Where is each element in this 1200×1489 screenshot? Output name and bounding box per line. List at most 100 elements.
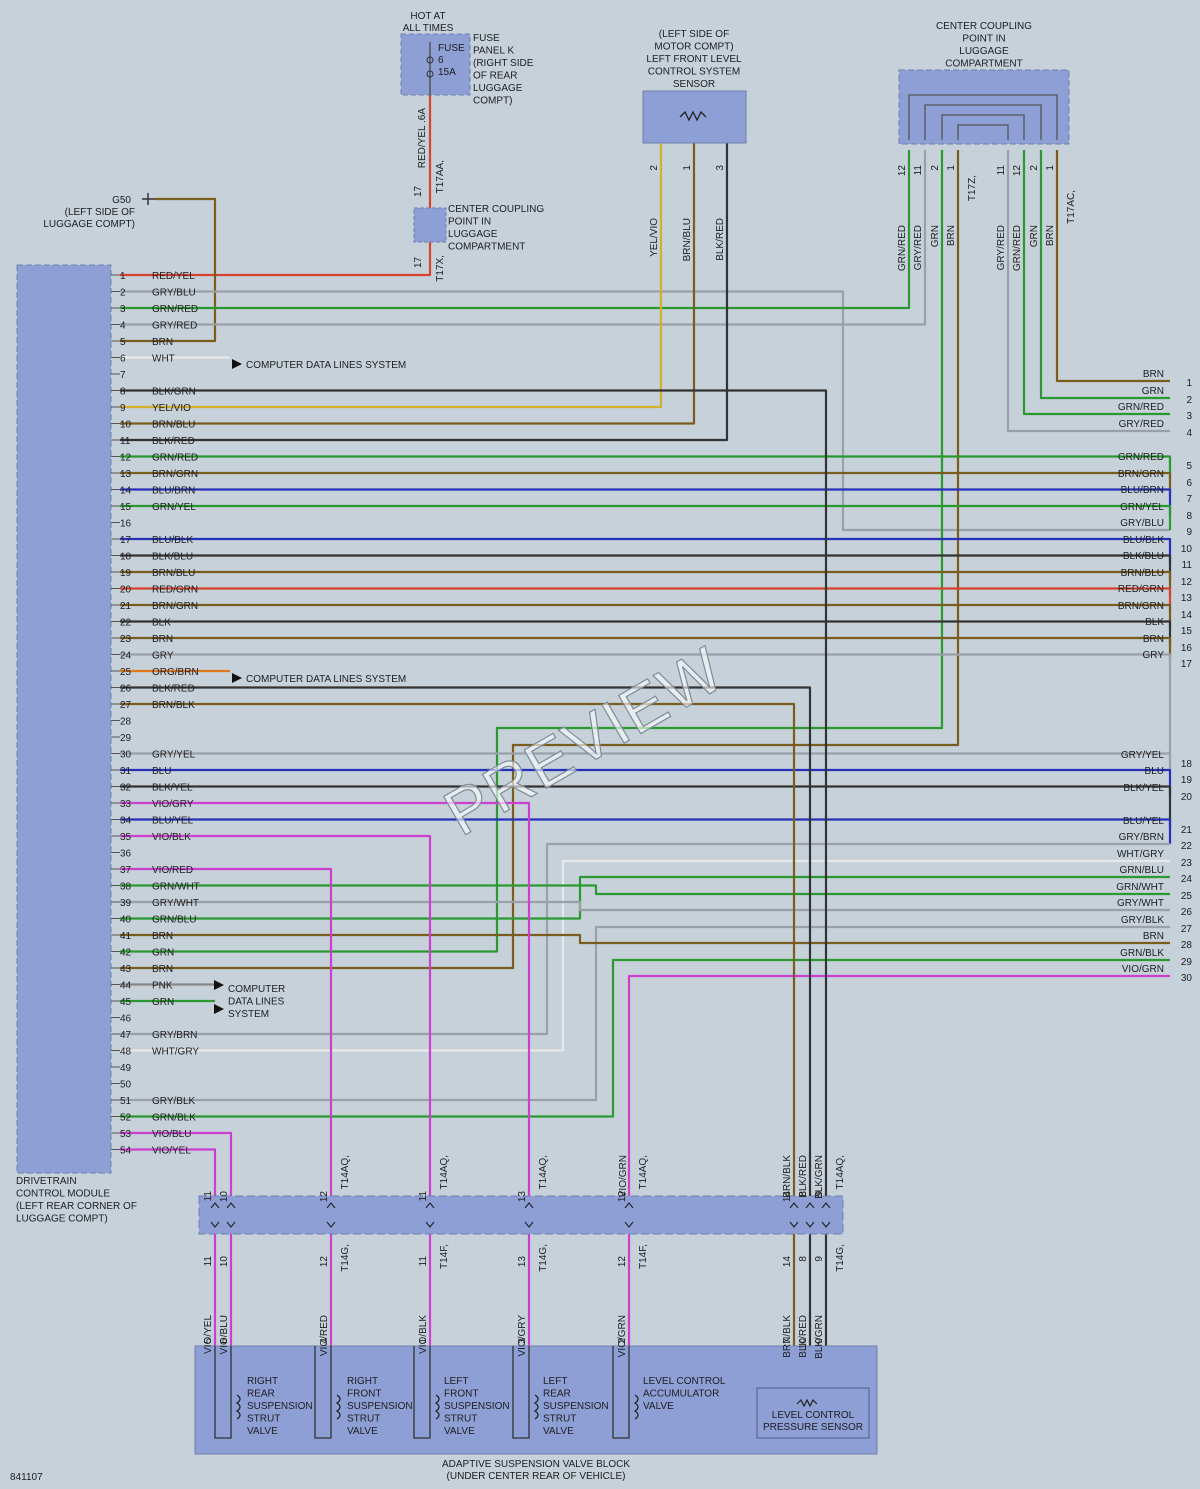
right-edge-wire: BRN bbox=[1143, 634, 1164, 645]
right-edge-wire: BLU/BRN bbox=[1121, 485, 1164, 496]
right-edge-wire: GRN/RED bbox=[1118, 452, 1164, 463]
coil-icon bbox=[434, 1394, 440, 1420]
connector-terminal bbox=[805, 1221, 815, 1228]
sensor-symbol bbox=[679, 110, 707, 122]
module-pin-wire: VIO/YEL bbox=[152, 1146, 191, 1157]
coil-icon bbox=[533, 1394, 539, 1420]
coupling-pin-number: 1 bbox=[1045, 165, 1056, 171]
valve-wire-label: VIO/GRN bbox=[617, 1315, 628, 1357]
module-pin-number: 6 bbox=[120, 354, 126, 365]
valve-pin-number: 5 bbox=[203, 1338, 214, 1344]
valve-conn-pin: 8 bbox=[798, 1256, 809, 1262]
arrow-icon bbox=[214, 980, 224, 990]
ground-desc: LUGGAGE COMPT) bbox=[43, 219, 135, 230]
valve-wire-label: VIO/GRN bbox=[618, 1155, 629, 1197]
valve-name: LEFT bbox=[543, 1376, 567, 1387]
module-pin-number: 46 bbox=[120, 1014, 132, 1025]
module-pin-number: 40 bbox=[120, 915, 132, 926]
module-pin-number: 30 bbox=[120, 750, 132, 761]
module-pin-wire: BLK/GRN bbox=[152, 387, 196, 398]
data-lines-label: COMPUTER DATA LINES SYSTEM bbox=[246, 674, 406, 685]
connector-label: T14G, bbox=[538, 1244, 549, 1272]
module-pin-wire: GRY/WHT bbox=[152, 898, 199, 909]
coupling-pin-number: 11 bbox=[913, 165, 924, 176]
module-pin-number: 37 bbox=[120, 865, 132, 876]
data-lines-label: DATA LINES bbox=[228, 997, 285, 1008]
valve-name: STRUT bbox=[444, 1414, 477, 1425]
module-pin-number: 22 bbox=[120, 618, 132, 629]
right-edge-wire: BLU/YEL bbox=[1123, 816, 1165, 827]
valve-pin-number: 7 bbox=[782, 1338, 793, 1344]
module-pin-number: 50 bbox=[120, 1080, 132, 1091]
module-pin-wire: BLU/BLK bbox=[152, 535, 193, 546]
module-pin-number: 27 bbox=[120, 700, 132, 711]
valve-name: STRUT bbox=[347, 1414, 380, 1425]
module-pin-wire: BLK/YEL bbox=[152, 783, 193, 794]
valve-name: STRUT bbox=[543, 1414, 576, 1425]
right-edge-number: 17 bbox=[1181, 659, 1193, 670]
right-edge-wire: VIO/GRN bbox=[1122, 964, 1164, 975]
center-coupling-small bbox=[413, 207, 447, 243]
right-edge-wire: GRN/BLK bbox=[1120, 948, 1164, 959]
valve-name: VALVE bbox=[444, 1426, 475, 1437]
connector-label: T14G, bbox=[835, 1244, 846, 1272]
ground-wire-pin-5 bbox=[120, 197, 217, 343]
bus-wire-pin-39 bbox=[120, 900, 1170, 912]
right-edge-wire: BLK/BLU bbox=[1123, 551, 1164, 562]
module-pin-number: 10 bbox=[120, 420, 132, 431]
center-coupling-label: COMPARTMENT bbox=[945, 59, 1022, 70]
connector-label: T14AQ, bbox=[835, 1155, 846, 1189]
valve-name: SUSPENSION bbox=[444, 1401, 510, 1412]
bus-wire-pin-40 bbox=[120, 875, 1170, 920]
level-sensor-box bbox=[642, 90, 747, 144]
right-edge-wire: GRY/YEL bbox=[1121, 750, 1165, 761]
connector-terminal bbox=[226, 1221, 236, 1228]
module-pin-wire: BLK bbox=[152, 618, 171, 629]
valve-name: RIGHT bbox=[247, 1376, 278, 1387]
valve-name: LEVEL CONTROL bbox=[643, 1376, 726, 1387]
module-pin-number: 29 bbox=[120, 733, 132, 744]
valve-wire-pin-35 bbox=[120, 834, 432, 1346]
sensor-wire-pin-10 bbox=[120, 143, 696, 425]
valve-conn-pin: 12 bbox=[319, 1191, 330, 1203]
connector-terminal bbox=[524, 1202, 534, 1209]
sensor-title: SENSOR bbox=[673, 79, 715, 90]
module-pin-wire: BLK/RED bbox=[152, 436, 195, 447]
right-edge-wire: BLK/YEL bbox=[1123, 783, 1164, 794]
diagram-id: 841107 bbox=[10, 1472, 43, 1483]
right-edge-number: 10 bbox=[1181, 544, 1193, 555]
right-edge-number: 12 bbox=[1181, 577, 1193, 588]
pass-wire-pin-24 bbox=[120, 653, 1172, 762]
module-pin-number: 13 bbox=[120, 469, 132, 480]
pressure-sensor-symbol bbox=[796, 1398, 818, 1408]
valve-circuit bbox=[214, 1346, 232, 1439]
module-pin-wire: BRN/BLU bbox=[152, 568, 195, 579]
module-pin-wire: BRN/GRN bbox=[152, 601, 198, 612]
connector-label: T17X, bbox=[435, 255, 446, 282]
module-pin-number: 31 bbox=[120, 766, 132, 777]
hot-at-all-times-label: HOT AT bbox=[410, 11, 445, 22]
valve-conn-pin: 14 bbox=[782, 1256, 793, 1268]
valve-name: ACCUMULATOR bbox=[643, 1389, 719, 1400]
module-pin-number: 16 bbox=[120, 519, 132, 530]
wire-pin-2 bbox=[120, 290, 1170, 532]
connector-terminal bbox=[624, 1202, 634, 1209]
coupling-pin-wire: GRN/RED bbox=[1012, 225, 1023, 271]
valve-block-label: ADAPTIVE SUSPENSION VALVE BLOCK bbox=[442, 1459, 630, 1470]
module-pin-number: 4 bbox=[120, 321, 126, 332]
sensor-pin-number: 3 bbox=[715, 165, 726, 171]
center-coupling-label: LUGGAGE bbox=[959, 46, 1009, 57]
valve-pin-number: 9 bbox=[814, 1338, 825, 1344]
module-pin-number: 5 bbox=[120, 337, 126, 348]
coil-icon bbox=[633, 1394, 639, 1420]
valve-wire-pin-8 bbox=[120, 389, 828, 1346]
pass-wire-pin-15 bbox=[120, 504, 1172, 530]
valve-name: VALVE bbox=[643, 1401, 674, 1412]
module-pin-number: 25 bbox=[120, 667, 132, 678]
level-control-pressure-sensor bbox=[756, 1387, 870, 1439]
module-pin-wire: VIO/BLK bbox=[152, 832, 191, 843]
valve-conn-pin: 10 bbox=[219, 1191, 230, 1203]
module-name: LUGGAGE COMPT) bbox=[16, 1214, 108, 1225]
valve-name: REAR bbox=[247, 1389, 275, 1400]
valve-wire-pin-27 bbox=[120, 702, 796, 1346]
